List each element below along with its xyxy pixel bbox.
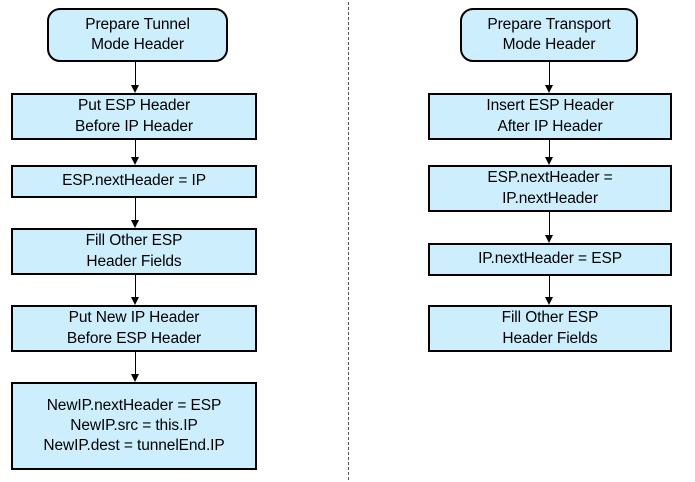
vertical-dashed-divider [348, 2, 349, 480]
arrowhead-icon [131, 220, 139, 228]
arrow-shaft [549, 140, 550, 157]
arrow-shaft [135, 275, 136, 297]
node-tunnel-step-1[interactable]: Put ESP Header Before IP Header [11, 93, 257, 140]
node-transport-step-3[interactable]: IP.nextHeader = ESP [428, 243, 672, 276]
arrowhead-icon [545, 297, 553, 305]
node-tunnel-step-2[interactable]: ESP.nextHeader = IP [11, 165, 257, 198]
arrowhead-icon [545, 157, 553, 165]
arrow-shaft [135, 352, 136, 374]
arrow-shaft [135, 140, 136, 157]
arrowhead-icon [131, 157, 139, 165]
arrow-shaft [135, 62, 136, 85]
node-transport-step-1[interactable]: Insert ESP Header After IP Header [428, 93, 672, 140]
arrow-shaft [549, 212, 550, 235]
node-tunnel-step-5[interactable]: NewIP.nextHeader = ESP NewIP.src = this.… [11, 382, 257, 470]
arrow-shaft [549, 62, 550, 85]
arrowhead-icon [131, 297, 139, 305]
node-tunnel-start[interactable]: Prepare Tunnel Mode Header [47, 8, 228, 62]
arrowhead-icon [131, 374, 139, 382]
arrowhead-icon [545, 85, 553, 93]
node-transport-step-2[interactable]: ESP.nextHeader = IP.nextHeader [428, 165, 672, 212]
node-transport-step-4[interactable]: Fill Other ESP Header Fields [428, 305, 672, 352]
arrowhead-icon [545, 235, 553, 243]
node-tunnel-step-3[interactable]: Fill Other ESP Header Fields [11, 228, 257, 275]
arrowhead-icon [131, 85, 139, 93]
arrow-shaft [549, 276, 550, 297]
node-tunnel-step-4[interactable]: Put New IP Header Before ESP Header [11, 305, 257, 352]
node-transport-start[interactable]: Prepare Transport Mode Header [460, 8, 638, 62]
arrow-shaft [135, 198, 136, 220]
